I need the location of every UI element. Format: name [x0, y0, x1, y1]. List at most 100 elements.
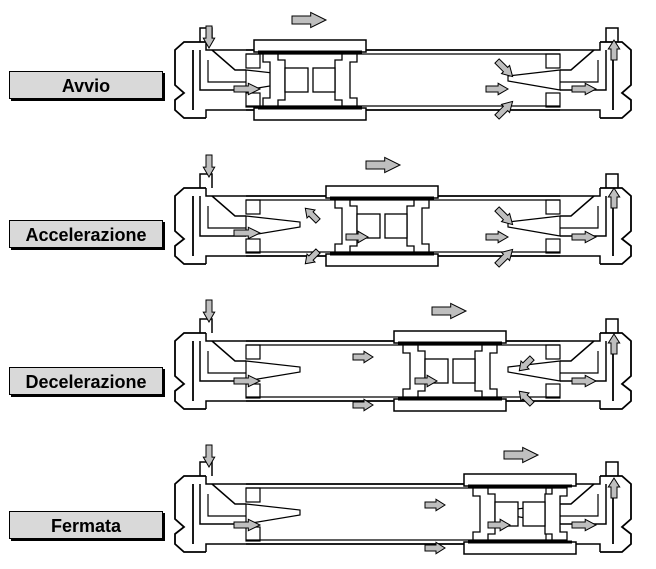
- left-inner-channel: [207, 206, 246, 229]
- piston-head-left: [262, 53, 286, 107]
- right-end-cap-outline: [600, 332, 632, 410]
- air-flow-arrow: [607, 333, 621, 355]
- left-inner-channel: [207, 60, 246, 83]
- right-inner-channel: [560, 206, 599, 229]
- left-nozzle: [245, 503, 301, 525]
- carriage-top-plate: [393, 330, 507, 344]
- right-nozzle: [507, 360, 561, 382]
- air-flow-arrow: [202, 444, 216, 469]
- air-flow-arrow: [571, 82, 598, 96]
- right-end-cap-bottom: [560, 255, 601, 264]
- left-nozzle: [245, 215, 301, 237]
- left-inner-channel: [207, 351, 246, 374]
- left-end-cap-outline: [174, 41, 206, 119]
- right-cap-block: [545, 199, 561, 215]
- right-inner-channel: [560, 494, 599, 517]
- air-flow-arrow: [352, 350, 374, 364]
- right-end-cap-top: [560, 188, 601, 197]
- piston-rod-left: [284, 67, 309, 93]
- air-flow-arrow: [518, 390, 535, 407]
- air-flow-arrow: [424, 541, 446, 555]
- air-flow-arrow: [304, 207, 321, 224]
- air-flow-arrow: [233, 226, 262, 240]
- right-outlet-port: [605, 318, 619, 333]
- air-flow-arrow: [494, 58, 514, 78]
- right-end-cap-outline: [600, 187, 632, 265]
- air-flow-arrow: [304, 248, 321, 265]
- left-inlet-channel: [211, 49, 246, 71]
- air-flow-arrow: [494, 100, 514, 120]
- right-end-cap-outline: [600, 475, 632, 553]
- right-end-cap-bottom: [560, 400, 601, 409]
- top-motion-arrow: [431, 302, 468, 320]
- air-flow-arrow: [518, 355, 535, 372]
- right-cap-block: [545, 344, 561, 360]
- right-cap-block-lower: [545, 92, 561, 108]
- right-outlet-channel: [560, 195, 595, 217]
- air-flow-arrow: [352, 398, 374, 412]
- air-flow-arrow: [571, 230, 598, 244]
- left-inlet-port: [199, 318, 213, 333]
- air-flow-arrow: [485, 230, 510, 244]
- left-end-cap-top: [205, 42, 246, 51]
- left-end-cap-bottom: [205, 255, 246, 264]
- carriage-bottom-plate: [463, 541, 577, 555]
- piston-rod-right: [522, 501, 546, 527]
- left-inlet-channel-lower: [199, 341, 246, 382]
- piston-rod-left: [356, 213, 381, 239]
- piston-rod-right: [384, 213, 408, 239]
- air-flow-arrow: [202, 25, 216, 50]
- left-end-cap-bottom: [205, 109, 246, 118]
- left-end-cap-outline: [174, 332, 206, 410]
- piston-head-right: [474, 344, 498, 398]
- right-inner-channel: [560, 60, 599, 83]
- left-cap-block: [245, 344, 261, 360]
- left-cap-block: [245, 487, 261, 503]
- carriage-top-plate: [463, 473, 577, 487]
- top-motion-arrow: [365, 156, 402, 174]
- piston-head-right: [406, 199, 430, 253]
- air-flow-arrow: [202, 299, 216, 324]
- left-end-cap-top: [205, 188, 246, 197]
- air-flow-arrow: [607, 187, 621, 209]
- air-flow-arrow: [571, 518, 598, 532]
- left-inlet-channel: [211, 483, 246, 505]
- air-flow-arrow: [494, 206, 514, 226]
- piston-head-left: [334, 199, 358, 253]
- right-end-cap-top: [560, 42, 601, 51]
- right-outlet-port: [605, 173, 619, 188]
- left-nozzle: [245, 360, 301, 382]
- carriage-bottom-plate: [325, 253, 439, 267]
- carriage-bottom-plate: [253, 107, 367, 121]
- carriage-bottom-plate: [393, 398, 507, 412]
- label-accelerazione: Accelerazione: [9, 220, 163, 248]
- carriage-top-plate: [253, 39, 367, 53]
- right-end-cap-top: [560, 333, 601, 342]
- piston-rod-right: [312, 67, 336, 93]
- right-nozzle: [507, 69, 561, 91]
- right-outlet-channel: [560, 340, 595, 362]
- air-flow-arrow: [233, 374, 262, 388]
- label-decelerazione: Decelerazione: [9, 367, 163, 395]
- left-end-cap-outline: [174, 475, 206, 553]
- air-flow-arrow: [487, 518, 512, 532]
- left-inlet-channel-lower: [199, 50, 246, 91]
- top-motion-arrow: [291, 11, 328, 29]
- air-flow-arrow: [494, 248, 514, 268]
- right-cap-block-lower: [545, 238, 561, 254]
- air-flow-arrow: [345, 230, 370, 244]
- right-outlet-channel: [560, 483, 595, 505]
- right-end-cap-bottom: [560, 109, 601, 118]
- air-flow-arrow: [424, 498, 446, 512]
- left-end-cap-outline: [174, 187, 206, 265]
- left-cap-block: [245, 199, 261, 215]
- piston-head-left: [402, 344, 426, 398]
- air-flow-arrow: [202, 154, 216, 179]
- air-flow-arrow: [607, 39, 621, 61]
- air-flow-arrow: [233, 82, 262, 96]
- air-flow-arrow: [571, 374, 598, 388]
- air-flow-arrow: [485, 82, 510, 96]
- left-cap-block: [245, 53, 261, 69]
- air-flow-arrow: [607, 477, 621, 499]
